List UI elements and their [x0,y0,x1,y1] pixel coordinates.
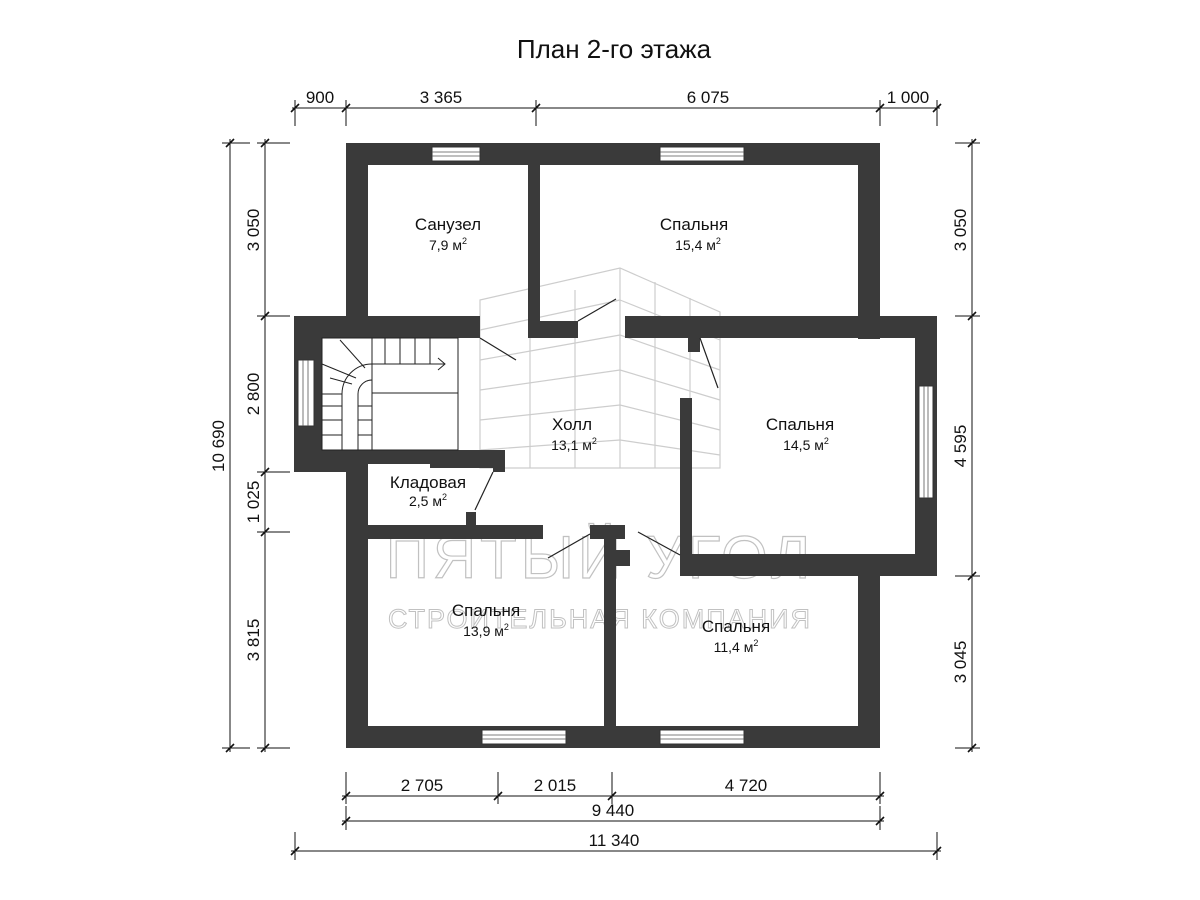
dim-label: 2 705 [401,776,444,795]
room-area: 14,5 м2 [783,436,829,453]
room-area: 11,4 м2 [714,638,759,655]
room-name: Спальня [702,617,770,636]
dim-label: 1 000 [887,88,930,107]
room-bedroom-top: Спальня 15,4 м2 [660,215,728,253]
dim-label: 4 720 [725,776,768,795]
dim-label: 1 025 [244,481,263,524]
room-storage: Кладовая 2,5 м2 [390,473,466,509]
plan-title: План 2-го этажа [517,34,712,64]
staircase [321,337,459,451]
doors [474,298,719,559]
room-area: 13,1 м2 [551,436,597,453]
room-labels: Санузел 7,9 м2 Спальня 15,4 м2 Холл 13,1… [390,215,834,655]
dim-total-inner: 9 440 [592,801,635,820]
dim-total-outer: 11 340 [589,831,640,850]
room-name: Санузел [415,215,481,234]
window-top-bathroom [431,146,481,162]
walls [294,143,937,748]
room-area: 2,5 м2 [409,492,447,509]
windows [297,146,934,745]
room-area: 13,9 м2 [463,622,509,639]
watermark-tagline: СТРОИТЕЛЬНАЯ КОМПАНИЯ [388,604,812,634]
window-top-bedroom [659,146,745,162]
dim-label: 3 365 [420,88,463,107]
room-bedroom-bottom-right: Спальня 11,4 м2 [702,617,770,655]
room-area: 7,9 м2 [429,236,467,253]
room-name: Спальня [766,415,834,434]
room-name: Спальня [660,215,728,234]
dimension-top: 900 3 365 6 075 1 000 [290,88,942,126]
dim-label: 4 595 [951,425,970,468]
dim-label: 3 045 [951,641,970,684]
room-name: Спальня [452,601,520,620]
room-name: Холл [552,415,592,434]
dim-label: 900 [306,88,334,107]
room-bathroom: Санузел 7,9 м2 [415,215,481,253]
dim-label: 3 050 [951,209,970,252]
dimension-left: 3 050 2 800 1 025 3 815 10 690 [209,138,290,753]
room-name: Кладовая [390,473,466,492]
dim-label: 2 800 [244,373,263,416]
dim-total-left: 10 690 [209,420,228,472]
room-bedroom-bottom-left: Спальня 13,9 м2 [452,601,520,639]
window-bottom-left [481,729,567,745]
window-right-bedroom [918,385,934,499]
dim-label: 2 015 [534,776,577,795]
dim-label: 3 815 [244,619,263,662]
window-bottom-right [659,729,745,745]
dim-label: 6 075 [687,88,730,107]
dimension-right: 3 050 4 595 3 045 [951,138,980,753]
room-hall: Холл 13,1 м2 [551,415,597,453]
dimension-bottom: 2 705 2 015 4 720 9 440 11 340 [290,772,942,860]
room-area: 15,4 м2 [675,236,721,253]
window-left-stair [297,359,315,427]
room-bedroom-right: Спальня 14,5 м2 [766,415,834,453]
dim-label: 3 050 [244,209,263,252]
